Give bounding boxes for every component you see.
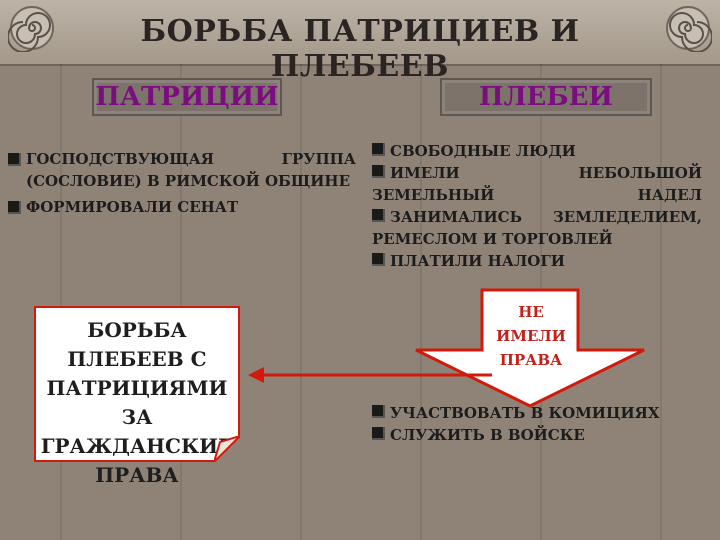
column-capital-header: БОРЬБА ПАТРИЦИЕВ И ПЛЕБЕЕВ [0,0,720,84]
list-item-text: ИМЕЛИ НЕБОЛЬШОЙ ЗЕМЕЛЬНЫЙ НАДЕЛ [372,164,702,204]
list-item: СЛУЖИТЬ В ВОЙСКЕ [372,424,712,446]
plebeians-heading-box: ПЛЕБЕИ [440,78,652,116]
list-item-text: ФОРМИРОВАЛИ СЕНАТ [26,198,239,216]
square-bullet-icon [372,165,385,178]
list-item: ФОРМИРОВАЛИ СЕНАТ [8,196,356,218]
no-rights-list: УЧАСТВОВАТЬ В КОМИЦИЯХ СЛУЖИТЬ В ВОЙСКЕ [372,402,712,446]
list-item-text: ГОСПОДСТВУЮЩАЯ ГРУППА (СОСЛОВИЕ) В РИМСК… [26,150,356,190]
patricians-heading: ПАТРИЦИИ [95,82,279,112]
list-item-text: СЛУЖИТЬ В ВОЙСКЕ [390,426,585,444]
square-bullet-icon [8,153,21,166]
column-flute [420,64,422,540]
left-arrow-icon [248,367,492,383]
list-item-text: СВОБОДНЫЕ ЛЮДИ [390,142,576,160]
square-bullet-icon [372,143,385,156]
list-item-text: ЗАНИМАЛИСЬ ЗЕМЛЕДЕЛИЕМ, РЕМЕСЛОМ И ТОРГО… [372,208,702,248]
no-rights-label: НЕ ИМЕЛИ ПРАВА [496,303,566,369]
struggle-note-card: БОРЬБА ПЛЕБЕЕВ С ПАТРИЦИЯМИ ЗА ГРАЖДАНСК… [34,306,240,487]
list-item: СВОБОДНЫЕ ЛЮДИ [372,140,702,162]
column-flute [660,64,662,540]
volute-icon [666,6,712,52]
square-bullet-icon [372,427,385,440]
plebeians-heading: ПЛЕБЕИ [479,82,613,112]
list-item: ЗАНИМАЛИСЬ ЗЕМЛЕДЕЛИЕМ, РЕМЕСЛОМ И ТОРГО… [372,206,702,250]
list-item: УЧАСТВОВАТЬ В КОМИЦИЯХ [372,402,712,424]
list-item: ПЛАТИЛИ НАЛОГИ [372,250,702,272]
slide-title: БОРЬБА ПАТРИЦИЕВ И ПЛЕБЕЕВ [140,14,580,84]
list-item: ИМЕЛИ НЕБОЛЬШОЙ ЗЕМЕЛЬНЫЙ НАДЕЛ [372,162,702,206]
square-bullet-icon [8,201,21,214]
volute-icon [8,6,54,52]
list-item-text: УЧАСТВОВАТЬ В КОМИЦИЯХ [390,404,660,422]
square-bullet-icon [372,209,385,222]
square-bullet-icon [372,253,385,266]
patricians-heading-box: ПАТРИЦИИ [92,78,282,116]
square-bullet-icon [372,405,385,418]
column-flute [180,64,182,540]
list-item-text: ПЛАТИЛИ НАЛОГИ [390,252,565,270]
column-flute [300,64,302,540]
page-fold-icon [214,436,240,462]
patricians-list: ГОСПОДСТВУЮЩАЯ ГРУППА (СОСЛОВИЕ) В РИМСК… [8,148,356,218]
column-flute [60,64,62,540]
struggle-note-text: БОРЬБА ПЛЕБЕЕВ С ПАТРИЦИЯМИ ЗА ГРАЖДАНСК… [40,318,234,487]
down-arrow-icon [415,288,645,408]
list-item: ГОСПОДСТВУЮЩАЯ ГРУППА (СОСЛОВИЕ) В РИМСК… [8,148,356,192]
plebeians-list: СВОБОДНЫЕ ЛЮДИ ИМЕЛИ НЕБОЛЬШОЙ ЗЕМЕЛЬНЫЙ… [372,140,702,272]
